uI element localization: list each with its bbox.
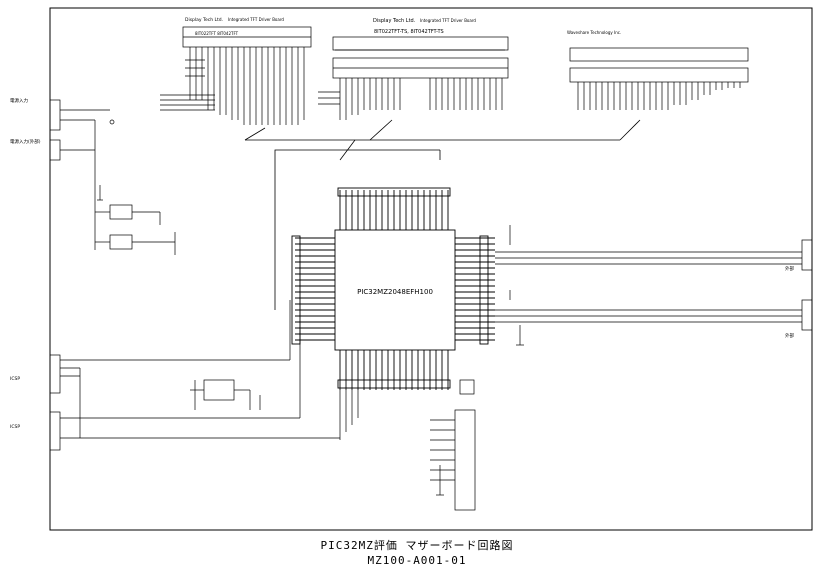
- drawing-title: PIC32MZ評価 マザーボード回路図: [320, 539, 514, 552]
- top-middle-header-1: Display Tech Ltd.: [373, 18, 416, 24]
- document-number: MZ100-A001-01: [367, 554, 467, 567]
- mcu-label: PIC32MZ2048EFH100: [357, 288, 433, 296]
- right-connectors: [495, 225, 813, 346]
- top-left-connector-group: [160, 26, 312, 125]
- top-right-header-1: Waveshare Technology Inc.: [567, 30, 621, 35]
- right-label-2: 外部: [785, 332, 794, 339]
- top-left-header-2: Integrated TFT Driver Board: [228, 17, 284, 22]
- power-section: [49, 99, 176, 255]
- top-left-header-3: 8IT022TFT 8IT042TFT: [195, 31, 239, 36]
- icsp-connectors: [49, 300, 340, 451]
- left-label-icsp-2: ICSP: [10, 424, 20, 430]
- bottom-left-circuit: [190, 379, 261, 410]
- bottom-connectors: [339, 379, 476, 511]
- top-left-header-1: Display Tech Ltd.: [185, 17, 223, 23]
- top-middle-header-2: Integrated TFT Driver Board: [420, 18, 476, 23]
- right-label-1: 外部: [785, 265, 794, 272]
- left-label-icsp-1: ICSP: [10, 376, 20, 382]
- left-label-power-in: 電源入力: [10, 97, 28, 104]
- left-label-power-ext: 電源入力(外部): [10, 138, 41, 145]
- top-middle-connector-group: [318, 36, 509, 120]
- bus-lines: [244, 119, 641, 310]
- mcu-chip: [291, 187, 495, 390]
- top-right-connector-group: [569, 47, 749, 110]
- top-middle-header-3: 8IT022TFT-TS, 8IT042TFT-TS: [374, 29, 444, 35]
